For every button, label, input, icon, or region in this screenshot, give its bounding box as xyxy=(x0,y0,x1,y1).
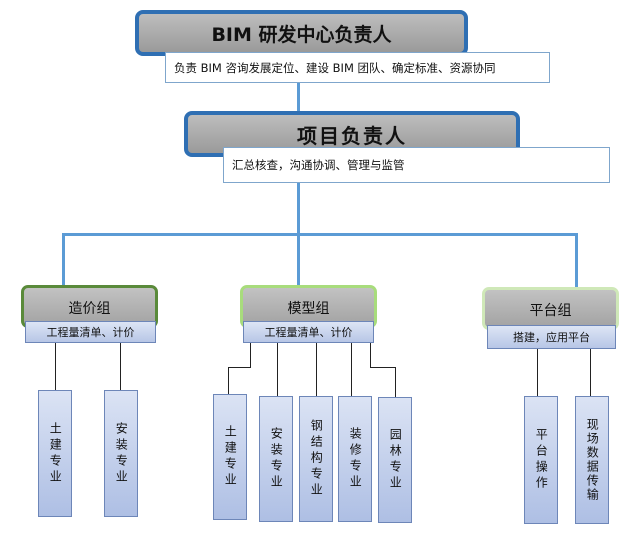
leaf-platform-operation: 平台操作 xyxy=(524,396,558,524)
branch-model-2 xyxy=(277,343,278,396)
branch-model-3 xyxy=(316,343,317,396)
branch-cost-2 xyxy=(120,343,121,390)
branch-model-5-h xyxy=(370,367,396,368)
leaf-platform-data-transfer: 现场数据传输 xyxy=(575,396,609,524)
leaf-model-decoration: 装修专业 xyxy=(338,396,372,522)
group-model-task-box: 工程量清单、计价 xyxy=(243,321,374,343)
group-platform-box: 平台组 xyxy=(482,287,619,330)
connector-horizontal-bus xyxy=(62,233,578,236)
leaf-model-steel: 钢结构专业 xyxy=(299,396,333,522)
group-model-task: 工程量清单、计价 xyxy=(264,326,353,339)
leaf-model-landscape: 园林专业 xyxy=(378,397,412,523)
top-head-desc-box: 负责 BIM 咨询发展定位、建设 BIM 团队、确定标准、资源协同 xyxy=(165,52,550,83)
top-head-desc: 负责 BIM 咨询发展定位、建设 BIM 团队、确定标准、资源协同 xyxy=(174,60,496,75)
top-head-title: BIM 研发中心负责人 xyxy=(211,23,392,46)
branch-model-4 xyxy=(351,343,352,396)
leaf-cost-civil: 土建专业 xyxy=(38,390,72,517)
project-head-desc: 汇总核查，沟通协调、管理与监管 xyxy=(232,158,405,172)
group-model-title: 模型组 xyxy=(287,301,330,317)
group-platform-task-box: 搭建，应用平台 xyxy=(487,325,616,349)
connector-drop-cost xyxy=(62,233,65,287)
project-head-desc-box: 汇总核查，沟通协调、管理与监管 xyxy=(223,147,610,183)
top-head-box: BIM 研发中心负责人 xyxy=(135,10,468,56)
leaf-model-civil: 土建专业 xyxy=(213,394,247,520)
branch-platform-1 xyxy=(537,349,538,396)
branch-model-5-v2 xyxy=(395,367,396,397)
group-cost-title: 造价组 xyxy=(68,301,111,317)
group-cost-task: 工程量清单、计价 xyxy=(46,326,135,339)
branch-model-5-v xyxy=(370,343,371,367)
leaf-cost-install: 安装专业 xyxy=(104,390,138,517)
group-model-box: 模型组 xyxy=(240,285,377,328)
branch-model-1-h xyxy=(228,367,251,368)
branch-cost-1 xyxy=(55,343,56,390)
connector-top-to-project xyxy=(297,83,300,111)
connector-drop-platform xyxy=(575,233,578,287)
leaf-model-install: 安装专业 xyxy=(259,396,293,522)
group-platform-task: 搭建，应用平台 xyxy=(513,331,590,344)
branch-platform-2 xyxy=(590,349,591,396)
group-platform-title: 平台组 xyxy=(529,303,572,319)
branch-model-1-v xyxy=(250,343,251,367)
branch-model-1-v2 xyxy=(228,367,229,394)
project-head-title: 项目负责人 xyxy=(297,123,407,148)
connector-project-down xyxy=(297,183,300,235)
connector-drop-model xyxy=(297,233,300,287)
group-cost-task-box: 工程量清单、计价 xyxy=(25,321,156,343)
